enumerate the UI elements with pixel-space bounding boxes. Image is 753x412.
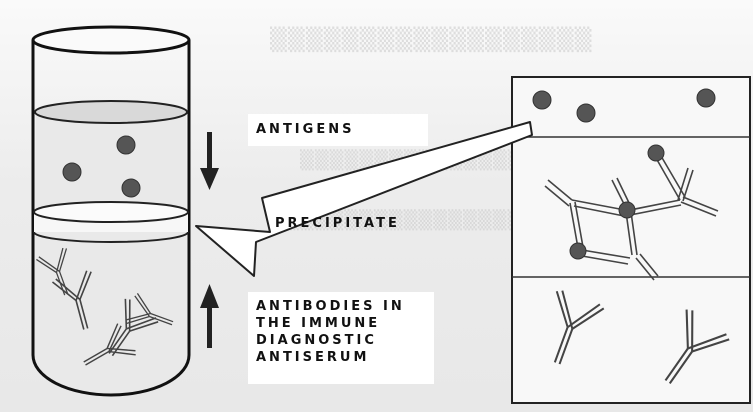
antigen-dot xyxy=(63,163,81,181)
detail-panel xyxy=(512,77,750,403)
arrow-up-icon xyxy=(200,284,219,348)
label-precipitate: PRECIPITATE xyxy=(270,211,440,235)
label-antigens-text: ANTIGENS xyxy=(256,121,428,138)
antigen-dot xyxy=(570,243,586,259)
label-antigens: ANTIGENS xyxy=(248,114,428,146)
antigen-dot xyxy=(117,136,135,154)
antigen-dot xyxy=(697,89,715,107)
antigen-dot xyxy=(648,145,664,161)
label-antibodies-line: ANTIBODIES IN xyxy=(256,298,434,315)
antigen-dot xyxy=(122,179,140,197)
arrow-down-icon xyxy=(200,132,219,190)
label-precipitate-text: PRECIPITATE xyxy=(275,215,440,232)
label-antibodies-line: THE IMMUNE xyxy=(256,315,434,332)
antigen-dot xyxy=(577,104,595,122)
label-antibodies: ANTIBODIES IN THE IMMUNE DIAGNOSTIC ANTI… xyxy=(248,292,434,384)
antigen-dot xyxy=(619,202,635,218)
label-antibodies-line: DIAGNOSTIC xyxy=(256,332,434,349)
antigen-dot xyxy=(533,91,551,109)
label-antibodies-line: ANTISERUM xyxy=(256,349,434,366)
